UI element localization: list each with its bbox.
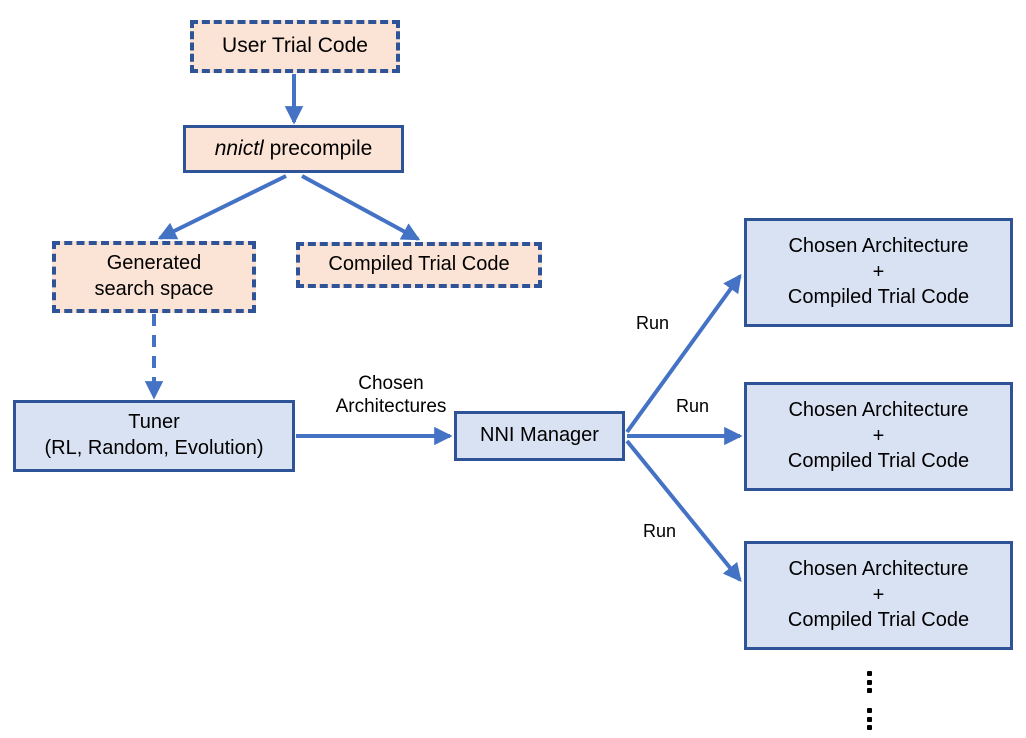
node-generated-search-space-line2: search space [94,278,214,300]
node-tuner-line2: (RL, Random, Evolution) [44,437,264,459]
node-nnictl-precompile[interactable]: nnictl precompile [183,125,404,173]
node-trial-top[interactable]: Chosen Architecture + Compiled Trial Cod… [744,218,1013,327]
ellipsis-dot [866,688,872,693]
ellipsis-dot [866,708,872,713]
node-trial-middle-line2: + [872,424,885,447]
edge-label-chosen-architectures-line1: Chosen [358,373,424,394]
edge-nni-manager-to-trial-bottom [625,439,742,582]
edge-nnictl-to-compiled-code [301,174,421,241]
ellipsis-dot [866,716,872,722]
edge-nnictl-to-search-space [157,174,287,240]
edge-label-chosen-architectures: Chosen Architectures [330,372,452,418]
node-nnictl-precompile-label-italic: nnictl [214,136,264,160]
node-nnictl-precompile-label-rest: precompile [263,136,373,160]
node-compiled-trial-code-label: Compiled Trial Code [328,253,510,276]
edge-label-run-middle: Run [676,396,710,416]
node-trial-middle[interactable]: Chosen Architecture + Compiled Trial Cod… [744,382,1013,491]
node-trial-top-line3: Compiled Trial Code [787,286,970,309]
ellipsis-dot [866,679,872,685]
node-nni-manager[interactable]: NNI Manager [454,411,625,461]
edge-label-run-bottom: Run [643,521,677,541]
node-generated-search-space[interactable]: Generated search space [52,241,256,313]
ellipsis-upper [866,671,872,693]
node-trial-bottom[interactable]: Chosen Architecture + Compiled Trial Cod… [744,541,1013,650]
node-user-trial-code[interactable]: User Trial Code [190,20,400,73]
node-user-trial-code-label: User Trial Code [222,34,368,58]
node-generated-search-space-line1: Generated [106,252,202,275]
node-tuner-line1: Tuner [128,411,180,434]
node-trial-middle-line3: Compiled Trial Code [787,450,970,473]
node-trial-top-line1: Chosen Architecture [788,235,969,258]
edge-label-run-top: Run [636,313,670,333]
node-trial-top-line2: + [872,260,885,283]
node-nnictl-precompile-label: nnictl precompile [215,136,373,163]
node-trial-bottom-line2: + [872,583,885,606]
ellipsis-lower [866,708,872,730]
edge-label-chosen-architectures-line2: Architectures [335,396,447,418]
ellipsis-dot [866,725,872,730]
node-nni-manager-label: NNI Manager [480,424,599,447]
ellipsis-dot [866,671,872,676]
node-trial-bottom-line3: Compiled Trial Code [787,609,970,632]
node-trial-middle-line1: Chosen Architecture [788,399,969,422]
node-trial-bottom-line1: Chosen Architecture [788,558,969,581]
node-tuner[interactable]: Tuner (RL, Random, Evolution) [13,400,295,472]
node-compiled-trial-code[interactable]: Compiled Trial Code [296,242,542,288]
